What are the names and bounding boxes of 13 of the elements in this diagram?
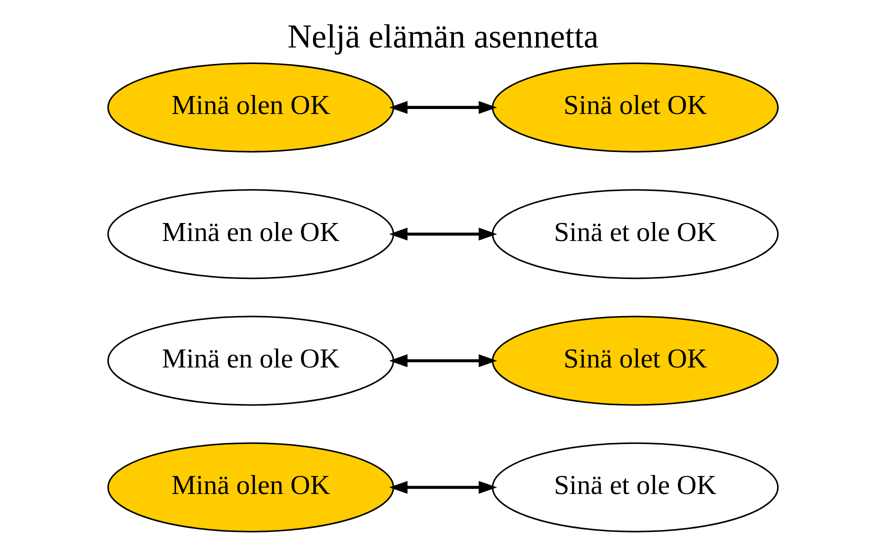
- node-ellipse: Sinä olet OK: [491, 62, 778, 152]
- diagram-title: Neljä elämän asennetta: [286, 18, 598, 56]
- node-ellipse: Minä olen OK: [106, 62, 394, 152]
- node-ellipse: Sinä et ole OK: [491, 442, 778, 532]
- arrow: [388, 480, 497, 494]
- arrow: [388, 101, 497, 114]
- arrow: [388, 228, 497, 241]
- node-ellipse: Sinä olet OK: [491, 316, 778, 406]
- node-ellipse: Minä en ole OK: [106, 189, 394, 280]
- arrow: [388, 354, 497, 368]
- node-ellipse: Minä olen OK: [106, 442, 394, 532]
- node-ellipse: Minä en ole OK: [106, 316, 394, 406]
- node-ellipse: Sinä et ole OK: [491, 189, 778, 280]
